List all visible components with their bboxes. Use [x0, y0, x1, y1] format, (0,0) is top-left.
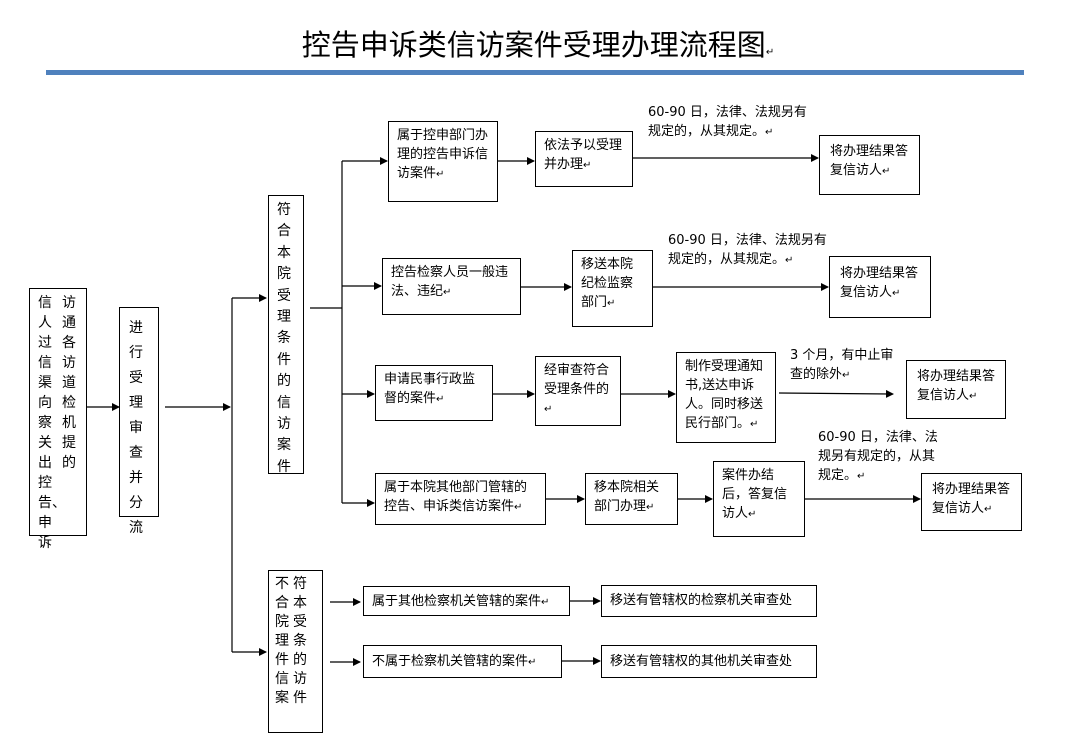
- title-underline: [46, 70, 1024, 75]
- non-procuratorate-case-box: 不属于检察机关管辖的案件↵: [363, 645, 562, 678]
- branch4-result-box: 将办理结果答复信访人↵: [921, 473, 1022, 531]
- branch2-result-box: 将办理结果答复信访人↵: [829, 256, 931, 318]
- branch2-step-box: 移送本院纪检监察部门↵: [572, 250, 653, 327]
- qualify-box: 符合本院受理条件的信访案件: [268, 195, 304, 475]
- intake-review-label: 进行受理审查并分流: [129, 320, 143, 536]
- other-procuratorate-result-box: 移送有管辖权的检察机关审查处: [601, 585, 817, 617]
- page-title: 控告申诉类信访案件受理办理流程图↵: [301, 28, 775, 62]
- branch1-case-box: 属于控申部门办理的控告申诉信访案件↵: [388, 121, 498, 202]
- other-procuratorate-case-box: 属于其他检察机关管辖的案件↵: [363, 586, 570, 616]
- branch1-result-box: 将办理结果答复信访人↵: [819, 135, 920, 195]
- branch3-step2-box: 制作受理通知书,送达申诉人。同时移送民行部门。↵: [676, 352, 776, 443]
- not-qualify-box: 不符合本院受理条件的信访案件: [268, 570, 323, 733]
- petition-source-col-right: 访通各访道检机提的: [62, 295, 76, 471]
- branch4-case-box: 属于本院其他部门管辖的控告、申诉类信访案件↵: [375, 473, 546, 525]
- branch1-time-note: 60-90 日，法律、法规另有规定的，从其规定。↵: [648, 105, 807, 139]
- branch3-step1-box: 经审查符合受理条件的↵: [535, 356, 621, 426]
- petition-source-col-left: 信人过信渠向察关出控告、申诉: [38, 295, 66, 551]
- intake-review-box: 进行受理审查并分流: [119, 307, 159, 536]
- branch3-time-note: 3 个月，有中止审查的除外↵: [790, 348, 894, 382]
- branch2-time-note: 60-90 日，法律、法规另有规定的，从其规定。↵: [668, 233, 827, 267]
- branch3-case-box: 申请民事行政监督的案件↵: [375, 365, 493, 421]
- non-procuratorate-result-box: 移送有管辖权的其他机关审查处: [601, 645, 817, 678]
- branch2-case-box: 控告检察人员一般违法、违纪↵: [382, 258, 521, 315]
- branch4-step2-box: 案件办结后，答复信访人↵: [713, 461, 805, 537]
- not-qualify-label: 不符合本院受理条件的信访案件: [275, 576, 311, 706]
- branch3-result-box: 将办理结果答复信访人↵: [906, 360, 1006, 419]
- branch4-time-note: 60-90 日，法律、法规另有规定的，从其规定。↵: [818, 430, 938, 483]
- qualify-label: 符合本院受理条件的信访案件: [277, 202, 291, 475]
- branch1-step-box: 依法予以受理并办理↵: [535, 131, 633, 187]
- branch4-step1-box: 移本院相关部门办理↵: [585, 473, 678, 525]
- petition-source-box: 信人过信渠向察关出控告、申诉 访通各访道检机提的: [29, 288, 87, 551]
